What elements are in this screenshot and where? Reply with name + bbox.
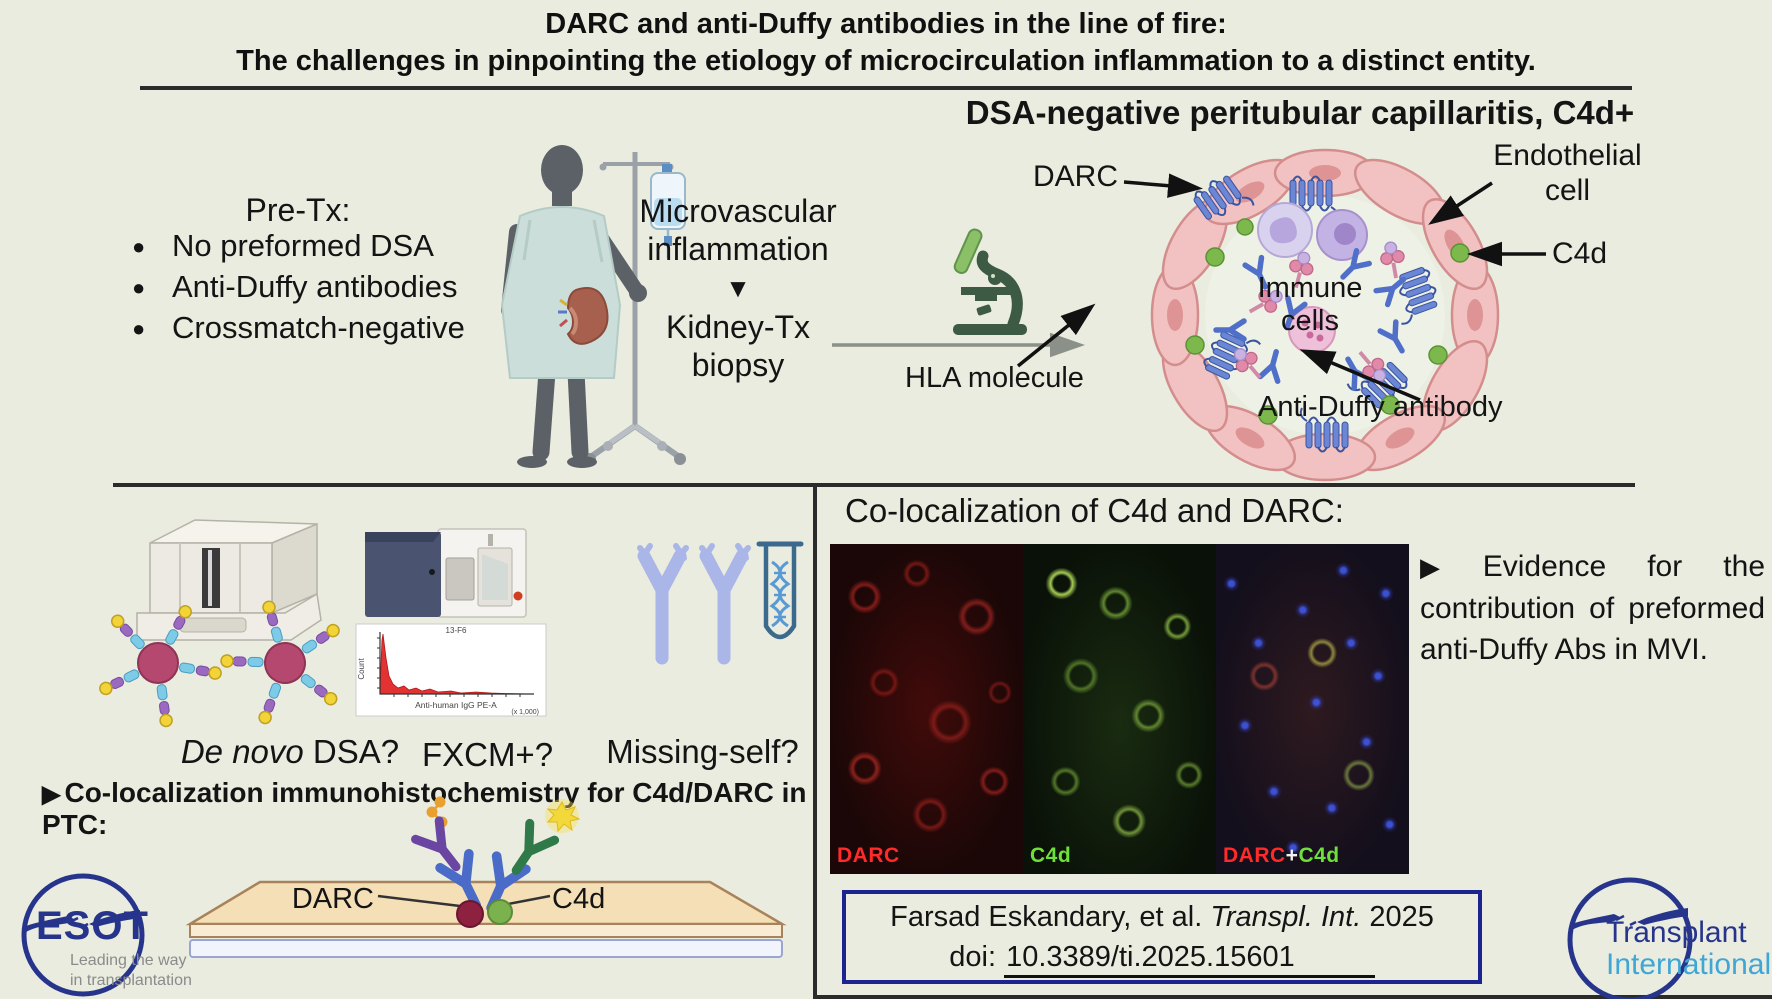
slide-top-face bbox=[185, 880, 787, 926]
question-fxcm: FXCM+? bbox=[421, 736, 554, 773]
list-item: ●No preformed DSA bbox=[132, 226, 552, 267]
antibody-outline-icons bbox=[637, 549, 749, 665]
flow-text: Microvascular inflammation ▼ Kidney-Tx b… bbox=[598, 192, 878, 384]
bullet-icon: ● bbox=[132, 316, 146, 341]
patient-head bbox=[541, 145, 583, 195]
histogram-title: 13-F6 bbox=[446, 626, 467, 635]
slide-front-edge bbox=[189, 923, 783, 938]
bullet-icon: ● bbox=[132, 275, 146, 300]
question-de-novo-dsa: De novo DSA? bbox=[180, 733, 400, 770]
section-divider-horizontal bbox=[113, 483, 1635, 487]
c4d-deposits bbox=[1185, 218, 1470, 425]
iv-bag-cap bbox=[662, 164, 672, 174]
flow-line: inflammation bbox=[647, 231, 829, 267]
if-panel-merge: DARC+C4d bbox=[1216, 544, 1409, 874]
darc-antigen-sphere bbox=[456, 900, 484, 928]
evidence-statement: ▶Evidence for the contribution of prefor… bbox=[1420, 550, 1765, 666]
slide-label-darc: DARC bbox=[291, 883, 374, 915]
if-panel-darc: DARC bbox=[830, 544, 1023, 874]
citation-line-1: Farsad Eskandary, et al. Transpl. Int. 2… bbox=[890, 901, 1434, 933]
dna-test-tube-icon bbox=[756, 541, 804, 640]
if-panel-c4d: C4d bbox=[1023, 544, 1216, 874]
pretx-list: ●No preformed DSA ●Anti-Duffy antibodies… bbox=[132, 226, 552, 349]
doi-text: 10.3389/ti.2025.15601 bbox=[1004, 941, 1375, 978]
luminex-beads-icon bbox=[70, 585, 400, 740]
histogram-scale-note: (x 1,000) bbox=[511, 709, 539, 716]
fxcm-histogram: 13-F6 Count Anti-human IgG PE-A (x 1,000… bbox=[355, 623, 547, 717]
transplant-international-logo-icon bbox=[1567, 877, 1693, 999]
pretx-heading: Pre-Tx: bbox=[245, 192, 351, 228]
list-item: ●Anti-Duffy antibodies bbox=[132, 267, 552, 308]
flow-line: biopsy bbox=[691, 347, 785, 383]
label-immune-cells: Immune cells bbox=[1257, 272, 1363, 337]
ti-logo-text-2: International bbox=[1606, 948, 1772, 981]
kidney-illustration bbox=[558, 287, 609, 345]
ti-logo-text-1: Transplant bbox=[1606, 916, 1747, 949]
capillary-heading: DSA-negative peritubular capillaritis, C… bbox=[965, 94, 1635, 131]
microscope-icon bbox=[953, 228, 1027, 335]
bottom-edge-line bbox=[813, 995, 1772, 999]
immune-cell-illustrations bbox=[1257, 202, 1368, 354]
histogram-curve bbox=[379, 633, 533, 695]
luminex-machine-icon bbox=[136, 519, 322, 641]
triangle-marker-icon: ▶ bbox=[1420, 552, 1473, 582]
citation-box: Farsad Eskandary, et al. Transpl. Int. 2… bbox=[842, 890, 1482, 984]
if-panel-darc-label: DARC bbox=[837, 844, 900, 867]
list-item: ●Crossmatch-negative bbox=[132, 308, 552, 349]
if-panel-c4d-label: C4d bbox=[1030, 844, 1072, 867]
title-divider bbox=[140, 86, 1632, 90]
slide-label-c4d: C4d bbox=[552, 883, 606, 915]
flow-cytometer-icon bbox=[365, 528, 527, 618]
patient-illustration bbox=[500, 145, 686, 468]
down-arrow-icon: ▼ bbox=[725, 273, 751, 303]
coloc-result-heading: Co-localization of C4d and DARC: bbox=[845, 492, 1344, 529]
if-panel-merge-label: DARC+C4d bbox=[1223, 844, 1340, 867]
title-line-2: The challenges in pinpointing the etiolo… bbox=[236, 45, 1536, 77]
label-c4d: C4d bbox=[1552, 237, 1608, 270]
esot-tagline: Leading the way in transplantation bbox=[70, 952, 192, 989]
label-anti-duffy-antibody: Anti-Duffy antibody bbox=[1258, 391, 1503, 423]
ihc-slide-diagram bbox=[185, 796, 787, 958]
esot-logo-icon bbox=[21, 873, 145, 997]
histogram-xlabel: Anti-human IgG PE-A bbox=[415, 700, 497, 710]
title-line-1: DARC and anti-Duffy antibodies in the li… bbox=[545, 8, 1227, 40]
fluorophore-star bbox=[546, 800, 581, 833]
flow-line: Kidney-Tx bbox=[665, 309, 811, 345]
triangle-marker-icon: ▶ bbox=[42, 781, 61, 808]
missing-self-icons bbox=[637, 541, 804, 665]
slide-glass-layer bbox=[189, 939, 783, 958]
citation-line-2: doi: 10.3389/ti.2025.15601 bbox=[949, 937, 1375, 978]
histogram-ylabel: Count bbox=[357, 658, 366, 680]
flow-line: Microvascular bbox=[639, 193, 837, 229]
esot-logo-text: ESOT bbox=[36, 904, 149, 948]
label-hla-molecule: HLA molecule bbox=[905, 362, 1084, 394]
label-endothelial-cell: Endothelial cell bbox=[1493, 139, 1642, 207]
c4d-antigen-sphere bbox=[487, 899, 513, 925]
figure-title: DARC and anti-Duffy antibodies in the li… bbox=[0, 6, 1772, 80]
bullet-icon: ● bbox=[132, 234, 146, 259]
question-missing-self: Missing-self? bbox=[606, 733, 799, 770]
section-divider-vertical bbox=[813, 483, 817, 999]
label-darc: DARC bbox=[1032, 160, 1118, 193]
immunofluorescence-panels: DARC C4d DARC+C4d bbox=[830, 544, 1409, 874]
